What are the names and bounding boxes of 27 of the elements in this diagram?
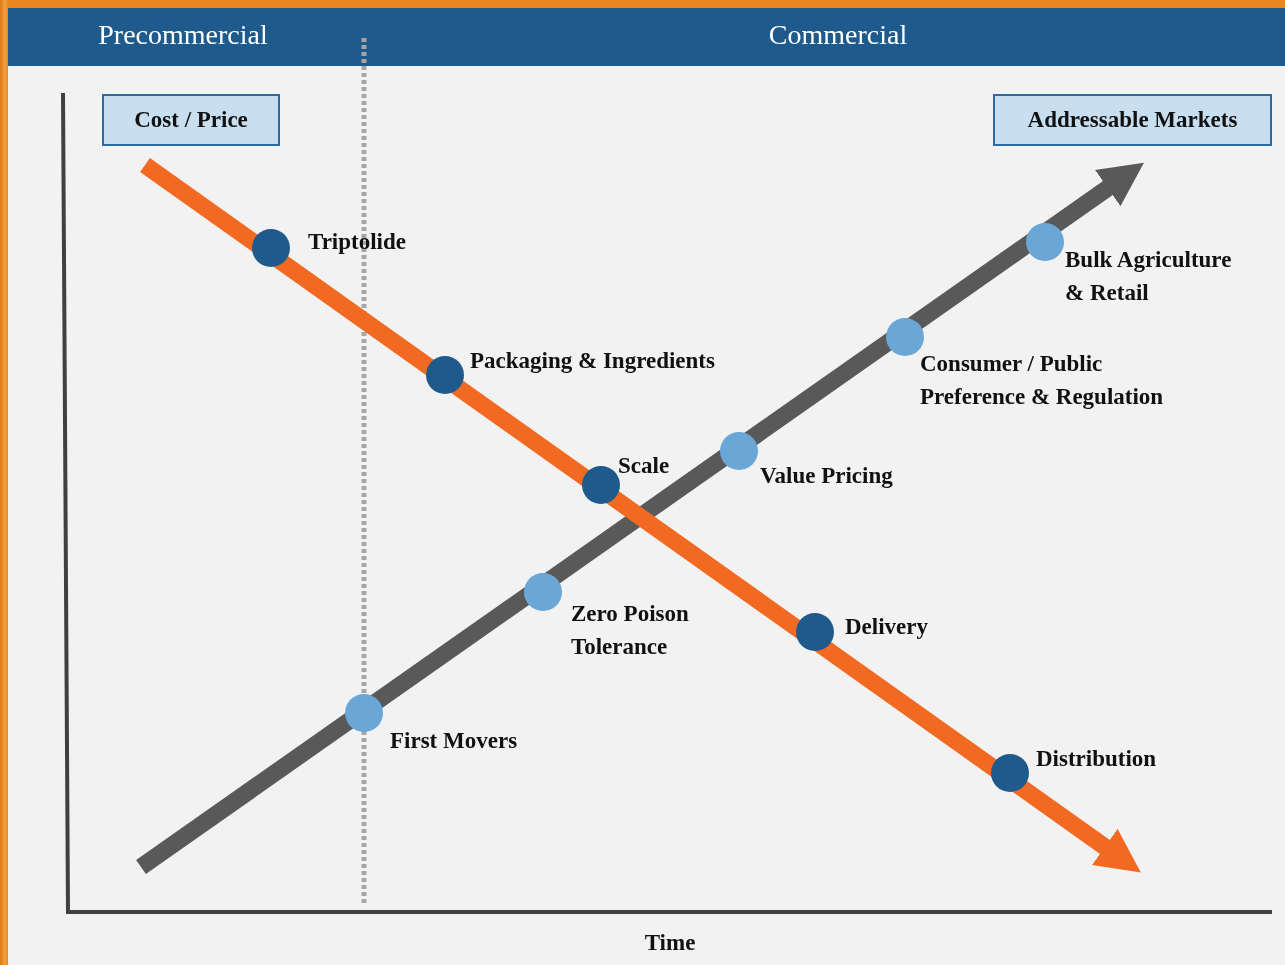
- box-label: Cost / Price: [134, 107, 248, 133]
- milestone-dot: [1026, 223, 1064, 261]
- milestone-dot: [886, 318, 924, 356]
- milestone-label: First Movers: [390, 727, 518, 755]
- milestone-dot: [345, 694, 383, 732]
- milestone-label: Packaging & Ingredients: [470, 347, 715, 375]
- milestone-dot: [720, 432, 758, 470]
- milestone-dot: [991, 754, 1029, 792]
- title-box: [993, 94, 1272, 146]
- milestone-dot: [426, 356, 464, 394]
- milestone-dot: [252, 229, 290, 267]
- milestone-dot: [524, 573, 562, 611]
- milestone-label: Delivery: [845, 613, 928, 641]
- milestone-label: Triptolide: [308, 228, 406, 256]
- title-box: [102, 94, 280, 146]
- milestone-label: Zero Poison Tolerance: [571, 600, 690, 661]
- milestone-label: Scale: [618, 452, 670, 480]
- milestone-dot: [582, 466, 620, 504]
- milestone-label: Consumer / Public Preference & Regulation: [920, 350, 1165, 411]
- milestone-label: Bulk Agriculture & Retail: [1065, 246, 1233, 307]
- milestone-dot: [796, 613, 834, 651]
- milestone-label: Value Pricing: [760, 462, 893, 490]
- box-label: Addressable Markets: [1027, 107, 1238, 133]
- phase-heading: Commercial: [768, 17, 908, 51]
- phase-heading: Precommercial: [98, 17, 268, 51]
- milestone-label: Distribution: [1036, 745, 1157, 773]
- axis-title: Time: [644, 928, 696, 957]
